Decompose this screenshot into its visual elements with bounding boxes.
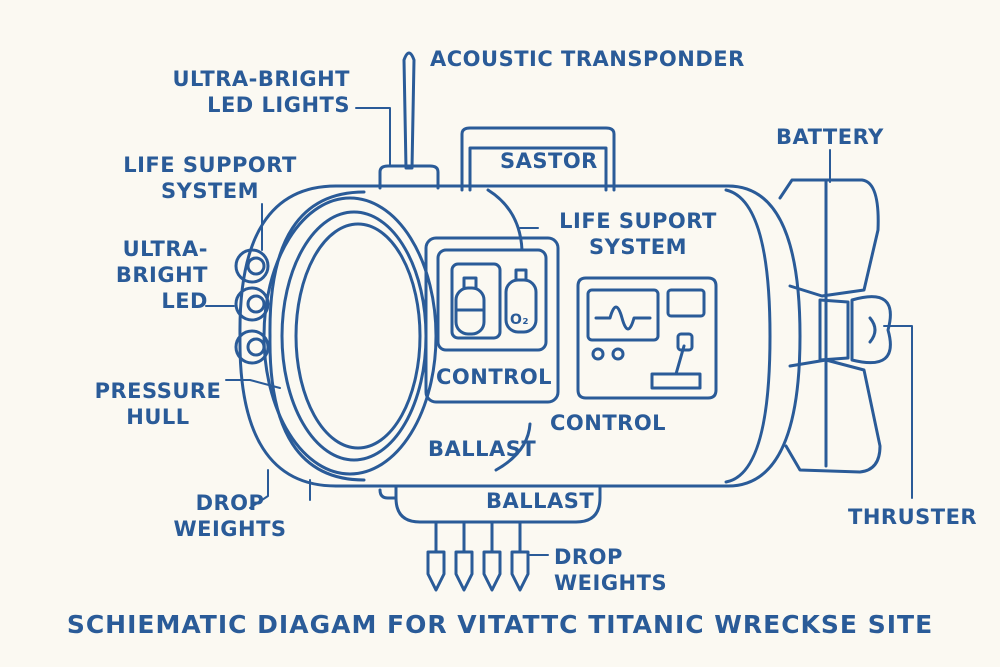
control-panel-left: [424, 236, 560, 404]
tail-fins: [778, 178, 882, 474]
label-line: SYSTEM: [588, 235, 688, 259]
thruster-label: THRUSTER: [848, 505, 978, 529]
thruster-hub: [818, 295, 892, 365]
diagram-title: SCHIEMATIC DIAGAM FOR VITATTC TITANIC WR…: [66, 610, 934, 639]
label-line: WEIGHTS: [554, 571, 668, 595]
label-line: LED LIGHTS: [207, 93, 350, 117]
control-left-label: CONTROL: [436, 365, 553, 389]
label-line: LIFE SUPORT: [559, 209, 717, 233]
sastor-box: [460, 126, 616, 192]
control-console-right: [576, 276, 718, 400]
label-line: SYSTEM: [160, 179, 260, 203]
label-line: HULL: [126, 405, 190, 429]
ultra-bright-led-label: ULTRA- BRIGHT LED: [90, 236, 208, 314]
ballast-upper-label: BALLAST: [428, 437, 537, 461]
ultra-bright-led-lights-label: ULTRA-BRIGHT LED LIGHTS: [140, 66, 350, 118]
control-right-label: CONTROL: [550, 411, 667, 435]
sastor-label: SASTOR: [500, 149, 598, 173]
pressure-hull-label: PRESSURE HULL: [90, 378, 226, 430]
drop-weights: [426, 520, 530, 592]
label-line: WEIGHTS: [173, 517, 287, 541]
label-line: BRIGHT: [115, 263, 208, 287]
label-line: LED: [161, 289, 208, 313]
label-line: DROP: [195, 491, 265, 515]
drop-weights-bottom-label: DROP WEIGHTS: [554, 544, 667, 596]
acoustic-transponder-label: ACOUSTIC TRANSPONDER: [430, 47, 745, 71]
battery-label: BATTERY: [776, 125, 884, 149]
label-line: ULTRA-: [122, 237, 208, 261]
leader-lines: [205, 107, 913, 556]
o2-mark: O₂: [510, 312, 530, 328]
drop-weights-left-label: DROP WEIGHTS: [160, 490, 300, 542]
main-hull: [238, 184, 802, 488]
life-support-system-label: LIFE SUPPORT SYSTEM: [100, 152, 320, 204]
front-viewport: [262, 196, 438, 476]
acoustic-transponder-antenna: [378, 51, 440, 190]
label-line: LIFE SUPPORT: [123, 153, 297, 177]
life-suport-system-label: LIFE SUPORT SYSTEM: [548, 208, 728, 260]
label-line: PRESSURE: [94, 379, 222, 403]
label-line: ULTRA-BRIGHT: [172, 67, 350, 91]
ballast-tank-lower: [378, 484, 602, 524]
led-lights: [234, 248, 270, 365]
ballast-lower-label: BALLAST: [486, 489, 595, 513]
label-line: DROP: [554, 545, 623, 569]
